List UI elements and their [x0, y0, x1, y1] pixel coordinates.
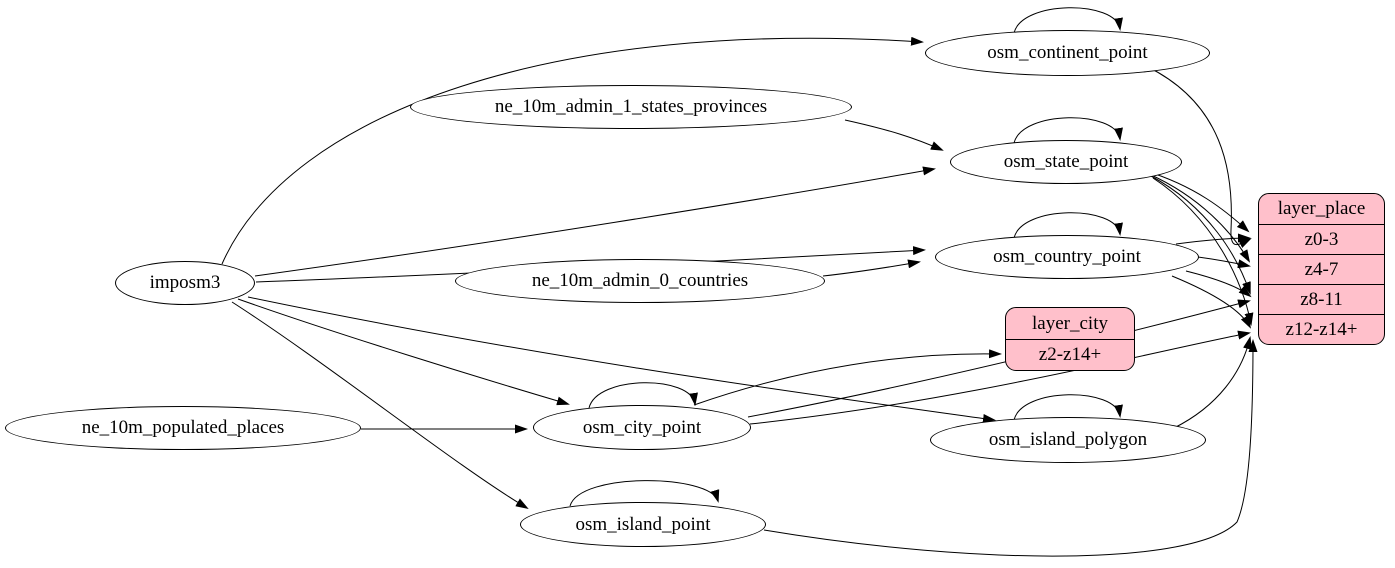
edge-osm_country_point-layer_place-z4-7 — [1197, 256, 1251, 269]
edge-osm_island_polygon-layer_place-z12-z14 — [1173, 336, 1252, 429]
node-osm-island-point: osm_island_point — [520, 502, 766, 547]
node-osm-city-point-label: osm_city_point — [582, 416, 702, 438]
edge-ne_10m_admin_0_countries-osm_country_point — [822, 259, 921, 277]
record-layer-place: layer_place z0-3 z4-7 z8-11 z12-z14+ — [1258, 193, 1385, 345]
node-ne-10m-populated-places: ne_10m_populated_places — [5, 406, 361, 450]
edge-osm_state_point-layer_place-z0-3 — [1145, 170, 1250, 233]
self-loop-osm_island_point — [569, 480, 720, 507]
edge-imposm3-osm_state_point — [254, 166, 936, 277]
record-layer-place-row-z12-z14: z12-z14+ — [1259, 314, 1384, 344]
edge-imposm3-osm_island_point — [231, 301, 529, 510]
edge-osm_country_point-layer_place-z8-11 — [1185, 270, 1252, 298]
record-layer-city-row-z2-z14: z2-z14+ — [1006, 339, 1134, 370]
node-osm-state-point-label: osm_state_point — [1003, 151, 1129, 172]
record-layer-place-row-z8-11: z8-11 — [1259, 284, 1384, 314]
node-imposm3: imposm3 — [115, 261, 255, 305]
edge-osm_island_point-layer_place-z12-z14 — [763, 339, 1258, 557]
node-osm-continent-point-label: osm_continent_point — [987, 42, 1148, 63]
self-loop-osm_city_point — [588, 382, 698, 409]
edge-imposm3-osm_city_point — [237, 298, 570, 406]
node-ne-10m-populated-places-label: ne_10m_populated_places — [81, 417, 285, 438]
node-osm-island-polygon-label: osm_island_polygon — [988, 429, 1148, 450]
edge-osm_country_point-layer_place-z0-3 — [1175, 233, 1251, 245]
record-layer-place-title: layer_place — [1277, 198, 1366, 219]
node-osm-continent-point: osm_continent_point — [925, 30, 1210, 76]
edge-osm_city_point-layer_place-z12-z14 — [749, 330, 1251, 425]
edge-imposm3-osm_continent_point — [221, 36, 924, 265]
node-ne-10m-admin-0-countries: ne_10m_admin_0_countries — [455, 259, 825, 303]
edge-osm_city_point-layer_city-z2-z14 — [693, 349, 1002, 406]
node-imposm3-label: imposm3 — [149, 272, 221, 293]
node-ne-10m-admin-1-states-provinces: ne_10m_admin_1_states_provinces — [410, 85, 852, 129]
node-osm-island-point-label: osm_island_point — [575, 513, 711, 535]
node-osm-state-point: osm_state_point — [950, 140, 1182, 184]
edge-osm_country_point-layer_place-z12-z14 — [1171, 275, 1251, 329]
edge-imposm3-osm_island_polygon — [247, 296, 996, 423]
node-osm-country-point-label: osm_country_point — [993, 246, 1141, 267]
node-ne-10m-admin-0-countries-label: ne_10m_admin_0_countries — [531, 270, 749, 291]
self-loop-osm_state_point — [1013, 117, 1123, 144]
node-osm-island-polygon: osm_island_polygon — [930, 417, 1206, 463]
edge-osm_city_point-layer_place-z8-11 — [747, 299, 1251, 418]
edge-osm_state_point-layer_place-z4-7 — [1148, 173, 1251, 263]
node-osm-city-point: osm_city_point — [533, 405, 751, 450]
edge-ne_10m_admin_1_states_provinces-osm_state_point — [844, 119, 944, 151]
self-loop-osm_island_polygon — [1013, 394, 1123, 421]
node-ne-10m-admin-1-states-provinces-label: ne_10m_admin_1_states_provinces — [494, 96, 768, 117]
record-layer-place-row-z4-7: z4-7 — [1259, 254, 1384, 284]
record-layer-place-row-z0-3: z0-3 — [1259, 224, 1384, 254]
self-loop-osm_continent_point — [1013, 7, 1123, 34]
edge-osm_state_point-layer_place-z8-11 — [1150, 175, 1251, 295]
record-layer-city: layer_city z2-z14+ — [1005, 307, 1135, 371]
node-osm-country-point: osm_country_point — [935, 235, 1199, 279]
record-layer-city-title: layer_city — [1032, 312, 1108, 334]
self-loop-osm_country_point — [1013, 212, 1123, 239]
